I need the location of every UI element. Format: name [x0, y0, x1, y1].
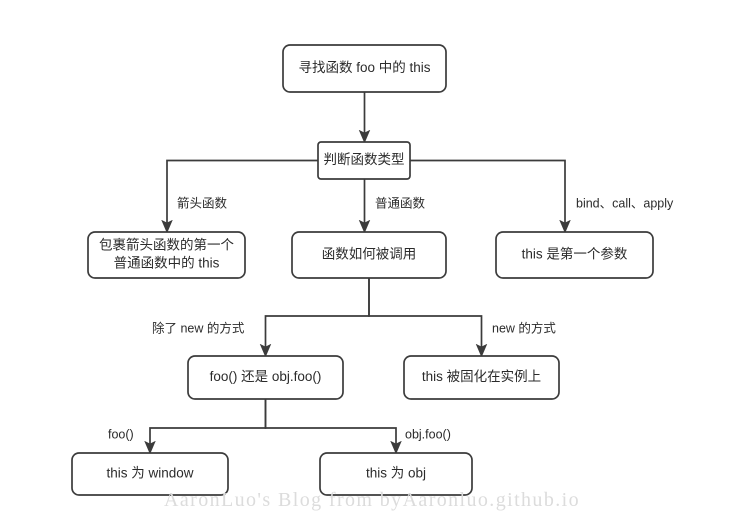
- flow-node-foo-or-obj: foo() 还是 obj.foo(): [187, 355, 344, 400]
- node-box: [317, 141, 411, 180]
- flow-node-this-obj: this 为 obj: [319, 452, 473, 496]
- flow-node-start: 寻找函数 foo 中的 this: [282, 44, 447, 93]
- flow-node-new-fixed: this 被固化在实例上: [403, 355, 560, 400]
- node-label: 包裹箭头函数的第一个: [99, 237, 234, 253]
- node-box: [495, 231, 654, 279]
- flow-node-type: 判断函数类型: [317, 141, 411, 180]
- node-label: 函数如何被调用: [322, 247, 417, 262]
- node-label: this 为 obj: [366, 466, 426, 481]
- node-box: [403, 355, 560, 400]
- node-box: [291, 231, 447, 279]
- node-box: [87, 231, 246, 279]
- flow-edge: [161, 159, 318, 234]
- node-box: [71, 452, 229, 496]
- edge-label: 除了 new 的方式: [152, 320, 245, 335]
- flow-edge: [264, 399, 402, 455]
- node-box: [319, 452, 473, 496]
- node-box: [187, 355, 344, 400]
- edge-label: bind、call、apply: [576, 196, 674, 210]
- node-label: foo() 还是 obj.foo(): [210, 369, 322, 384]
- node-label: this 被固化在实例上: [422, 369, 541, 384]
- flow-node-how-called: 函数如何被调用: [291, 231, 447, 279]
- flowchart-edges: 箭头函数 普通函数 bind、call、apply 除了 new 的方式 new 的方式…: [108, 92, 674, 455]
- node-box: [282, 44, 447, 93]
- node-label: 普通函数中的 this: [114, 256, 220, 271]
- flow-edge: [410, 159, 571, 234]
- flow-edge: [144, 399, 267, 455]
- edge-label: 箭头函数: [177, 195, 228, 210]
- node-label: this 是第一个参数: [522, 246, 628, 262]
- edge-label: 普通函数: [375, 195, 426, 210]
- node-label: 寻找函数 foo 中的 this: [298, 60, 430, 75]
- flow-node-first-arg: this 是第一个参数: [495, 231, 654, 279]
- edge-label: foo(): [108, 427, 134, 441]
- edge-label: obj.foo(): [405, 427, 451, 441]
- flow-node-this-window: this 为 window: [71, 452, 229, 496]
- node-label: 判断函数类型: [324, 152, 405, 167]
- flow-edge: [368, 278, 488, 358]
- edge-label: new 的方式: [492, 320, 556, 335]
- flow-edge: [259, 278, 370, 358]
- node-label: this 为 window: [106, 466, 193, 481]
